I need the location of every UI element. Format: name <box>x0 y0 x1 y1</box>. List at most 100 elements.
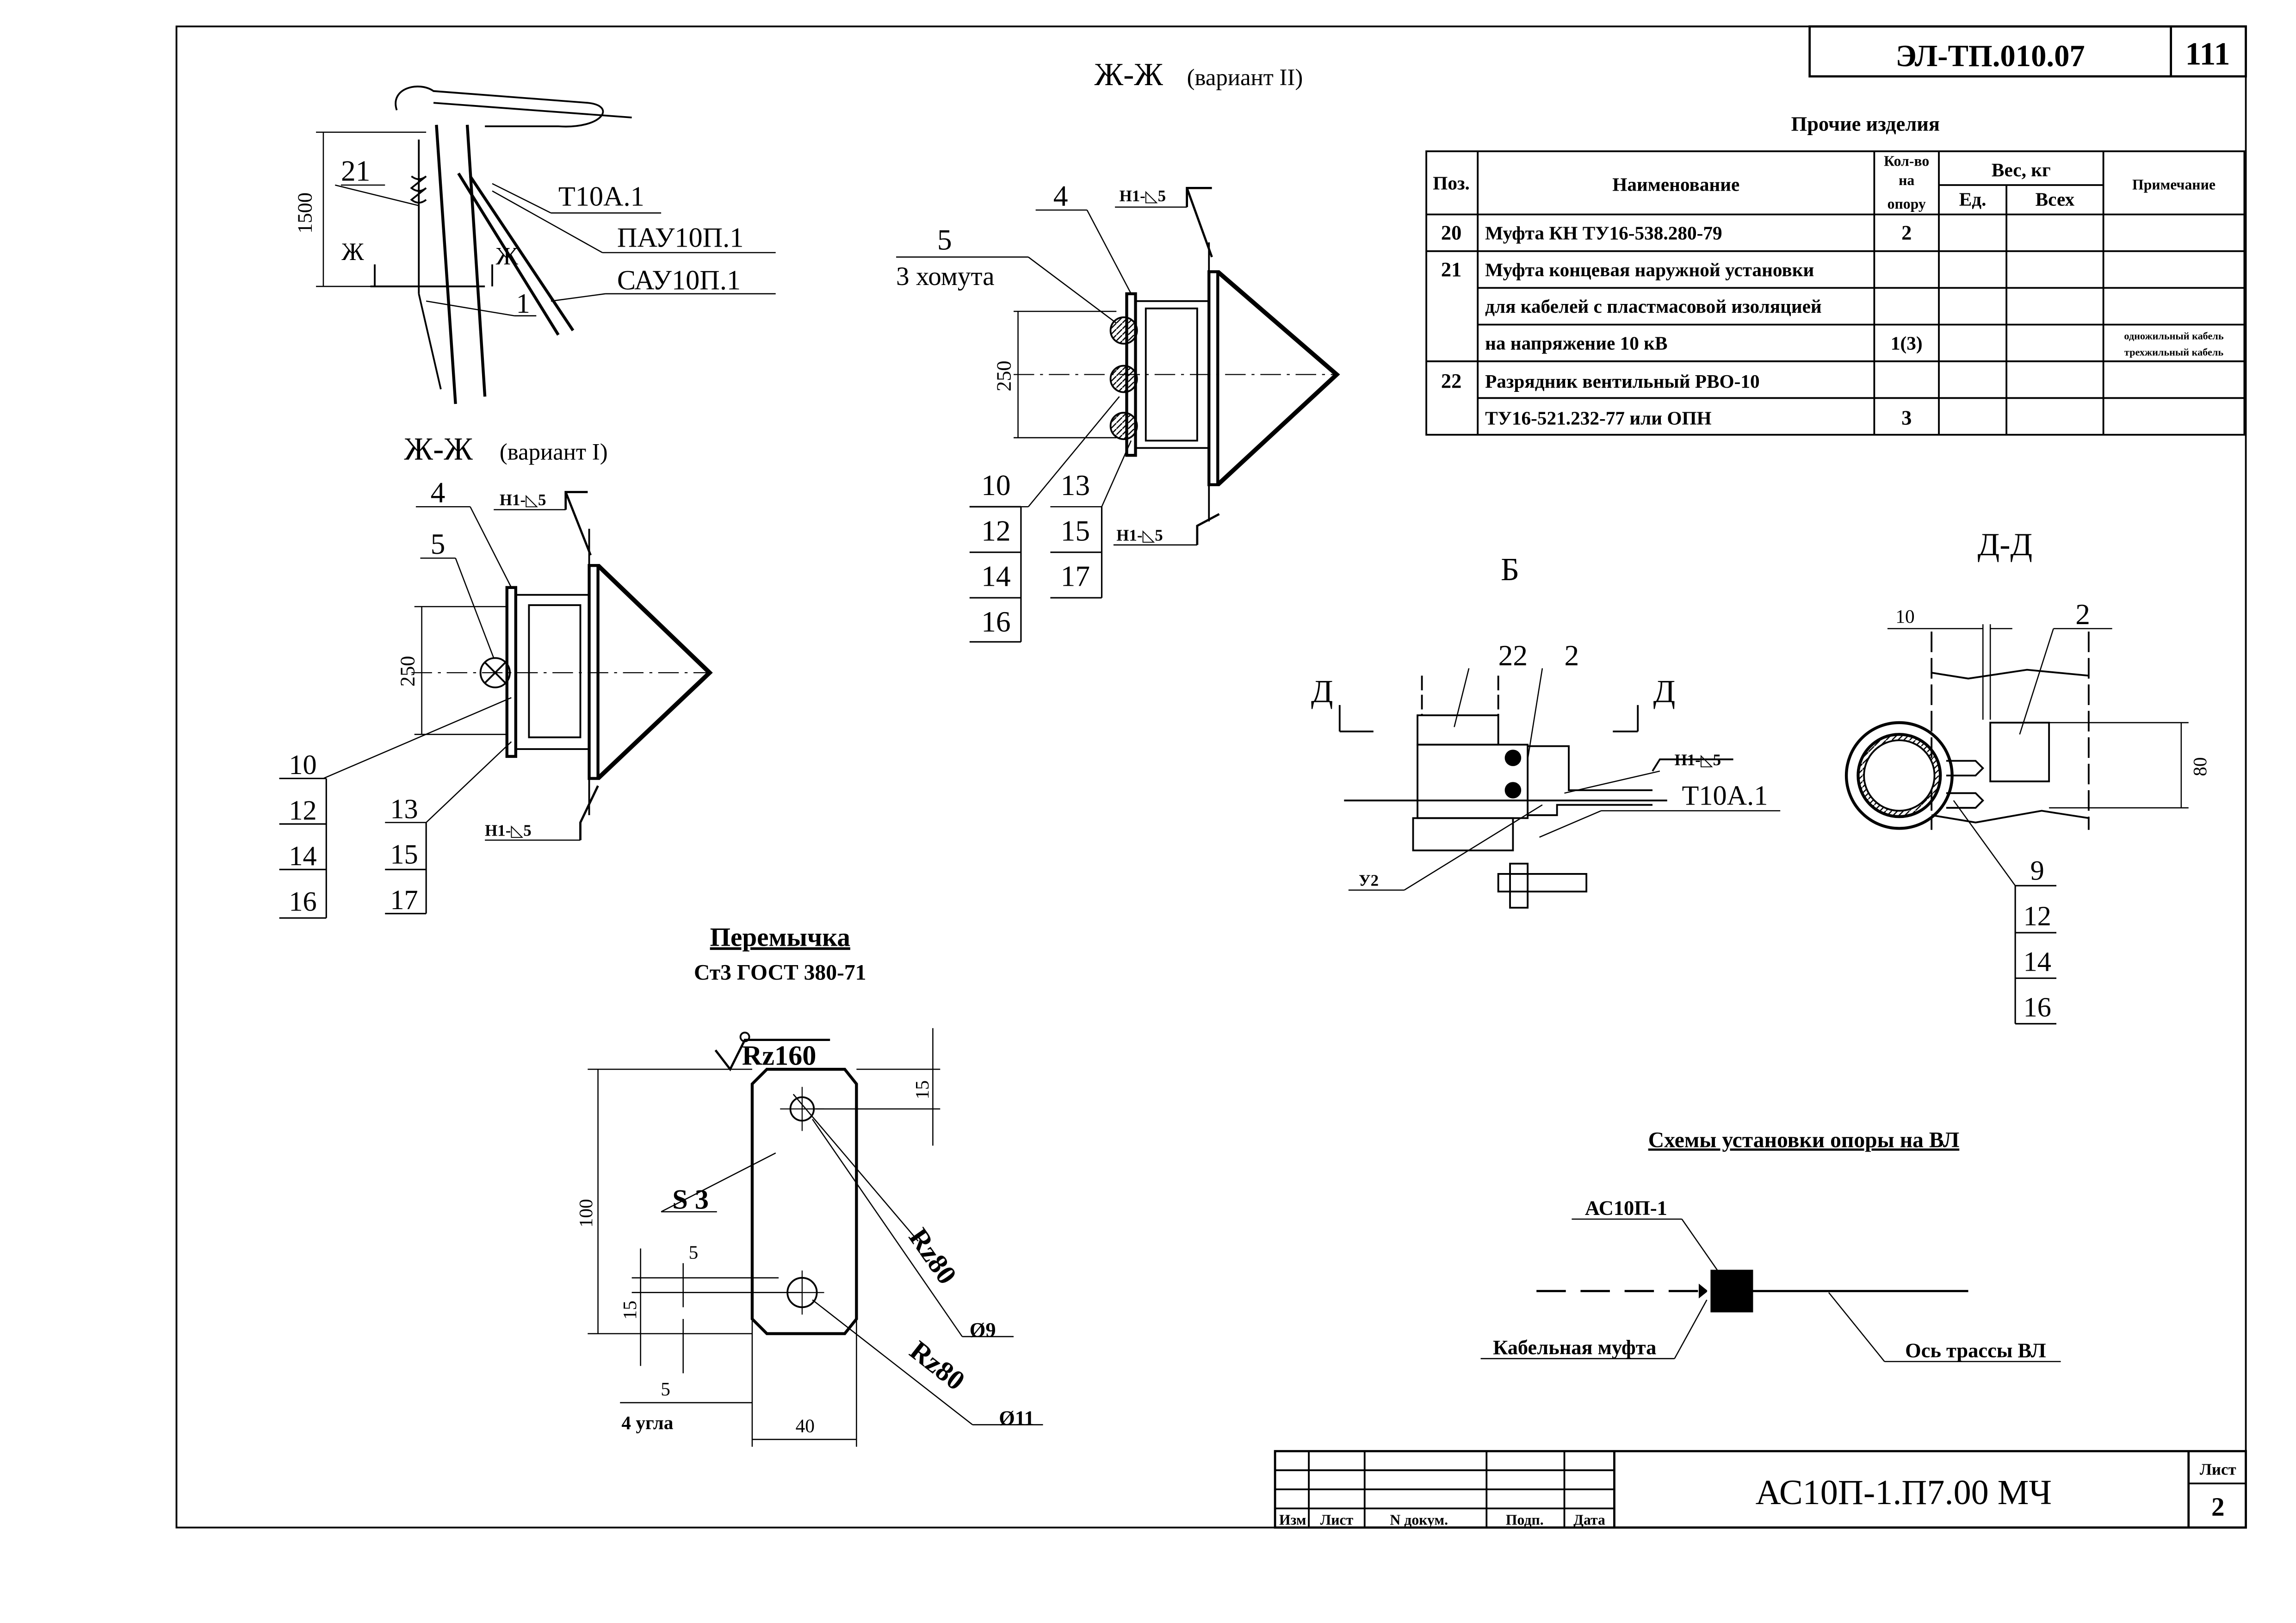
scheme-axis-label: Ось трассы ВЛ <box>1905 1338 2046 1362</box>
title-col-podp: Подп. <box>1506 1511 1544 1528</box>
view-b-label-2: 2 <box>1565 639 1579 672</box>
dim-1500: 1500 <box>293 192 316 234</box>
jumper-material: Ст3 ГОСТ 380-71 <box>694 960 866 985</box>
jumper-dim-40: 40 <box>796 1415 815 1436</box>
other-items-table <box>1425 150 2246 436</box>
jumper-hole-11: Ø11 <box>999 1406 1034 1429</box>
v1-weld-top: Н1-◺5 <box>500 491 546 509</box>
jumper-dim-15-top: 15 <box>911 1080 933 1099</box>
jumper-dim-15-bottom: 15 <box>619 1301 640 1319</box>
v1-stack-13: 13 <box>390 793 418 824</box>
v2-stack-12: 12 <box>981 514 1010 547</box>
th-unit: Ед. <box>1959 188 1987 210</box>
v1-stack-10: 10 <box>289 750 316 781</box>
row-name: Муфта КН ТУ16-538.280-79 <box>1485 222 1722 243</box>
section-d-drawing <box>1844 624 2189 1025</box>
other-items-title: Прочие изделия <box>1791 112 1940 136</box>
row-pos: 20 <box>1441 221 1461 244</box>
v1-label-4: 4 <box>431 476 446 509</box>
drawing-code: ЭЛ-ТП.010.07 <box>1896 39 2085 73</box>
section-d-stack-9: 9 <box>2030 855 2044 886</box>
v1-stack-17: 17 <box>390 885 418 916</box>
table-row: ТУ16-521.232-77 или ОПН 3 <box>1485 406 1912 429</box>
section-d-dim-10: 10 <box>1895 606 1914 627</box>
jumper-roughness-top: Rz160 <box>742 1041 817 1072</box>
title-block <box>1274 1450 2247 1529</box>
section-subtitle-zh-v2: (вариант II) <box>1187 64 1303 90</box>
side-label-21: 21 <box>341 154 370 187</box>
jumper-thickness: S 3 <box>672 1184 709 1215</box>
jumper-dim-100: 100 <box>575 1199 596 1227</box>
th-qty-1: Кол-во <box>1884 153 1929 169</box>
table-row: 21 Муфта концевая наружной установки <box>1441 258 1814 281</box>
v1-dim-250: 250 <box>396 656 419 687</box>
row-name: для кабелей с пластмасовой изоляцией <box>1485 296 1822 317</box>
jumper-hole-9: Ø9 <box>970 1318 996 1341</box>
th-name: Наименование <box>1612 174 1739 195</box>
view-b-label-22: 22 <box>1498 639 1528 672</box>
scheme-coupling-label: Кабельная муфта <box>1493 1336 1656 1359</box>
support-marker <box>1710 1270 1753 1313</box>
view-b-weld: Н1-◺5 <box>1675 751 1721 769</box>
jumper-title: Перемычка <box>710 923 850 952</box>
side-label-sau10p1: САУ10П.1 <box>617 265 741 296</box>
row-note-2: трехжильный кабель <box>2124 346 2223 358</box>
page-number: 111 <box>2185 37 2230 72</box>
row-qty: 2 <box>1901 221 1912 244</box>
v2-stack-10: 10 <box>981 469 1010 502</box>
scheme-drawing <box>1480 1218 2061 1363</box>
side-label-t10a1: Т10А.1 <box>558 181 644 212</box>
section-d-stack-12: 12 <box>2024 901 2051 932</box>
table-row: на напряжение 10 кВ 1(3) одножильный каб… <box>1485 330 2224 358</box>
v2-stack-16: 16 <box>981 605 1010 638</box>
v2-label-4: 4 <box>1053 179 1068 212</box>
title-col-list: Лист <box>1320 1511 1354 1528</box>
sheet-frame <box>175 25 2247 1529</box>
view-b-mark-left: Д <box>1311 674 1333 709</box>
th-note: Примечание <box>2132 177 2216 193</box>
table-row: 22 Разрядник вентильный РВО-10 <box>1441 369 1760 392</box>
view-b-mark-right: Д <box>1653 674 1676 709</box>
section-subtitle-zh-v1: (вариант I) <box>500 439 608 465</box>
scheme-support-label: АС10П-1 <box>1585 1196 1667 1219</box>
jumper-corners: 4 угла <box>621 1412 673 1433</box>
title-designation: АС10П-1.П7.00 МЧ <box>1756 1473 2052 1512</box>
v1-label-5: 5 <box>431 527 446 560</box>
table-row: для кабелей с пластмасовой изоляцией <box>1485 296 1822 317</box>
scheme-title: Схемы установки опоры на ВЛ <box>1648 1128 1960 1152</box>
jumper-dim-5-corner: 5 <box>661 1378 670 1400</box>
row-name: на напряжение 10 кВ <box>1485 333 1667 354</box>
row-name: Разрядник вентильный РВО-10 <box>1485 371 1760 392</box>
view-b-drawing <box>1338 668 1781 909</box>
side-label-1: 1 <box>516 288 530 319</box>
section-title-zh-v2: Ж-Ж <box>1095 57 1163 93</box>
v1-stack-14: 14 <box>289 841 316 872</box>
title-sheet-label: Лист <box>2200 1460 2236 1478</box>
row-name: ТУ16-521.232-77 или ОПН <box>1485 407 1712 428</box>
section-d-label-2: 2 <box>2075 598 2090 631</box>
jumper-drawing <box>588 1028 1043 1447</box>
v2-stack-13: 13 <box>1061 469 1090 502</box>
v2-weld-top: Н1-◺5 <box>1120 187 1166 205</box>
row-qty: 3 <box>1901 406 1912 429</box>
row-pos: 21 <box>1441 258 1461 281</box>
header-block: ЭЛ-ТП.010.07 111 <box>1808 25 2247 78</box>
section-d-dim-80: 80 <box>2189 757 2210 776</box>
section-title-zh-v1: Ж-Ж <box>404 432 473 467</box>
side-label-pau10p1: ПАУ10П.1 <box>617 222 744 253</box>
v2-weld-bottom: Н1-◺5 <box>1116 526 1163 544</box>
variant2-drawing <box>896 186 1340 546</box>
v2-stack-14: 14 <box>981 560 1010 593</box>
v1-stack-15: 15 <box>390 839 418 870</box>
v1-right-stack: 13 15 17 <box>385 793 427 916</box>
v2-dim-250: 250 <box>992 360 1015 391</box>
v2-label-5: 5 <box>937 223 952 256</box>
row-name: Муфта концевая наружной установки <box>1485 259 1814 280</box>
th-qty-3: опору <box>1888 196 1926 212</box>
v1-stack-12: 12 <box>289 795 316 826</box>
row-note-1: одножильный кабель <box>2124 330 2223 341</box>
section-mark-zh-left: Ж <box>341 238 364 266</box>
table-row: 20 Муфта КН ТУ16-538.280-79 2 <box>1441 221 1912 244</box>
v2-label-clamps: 3 хомута <box>896 262 994 291</box>
